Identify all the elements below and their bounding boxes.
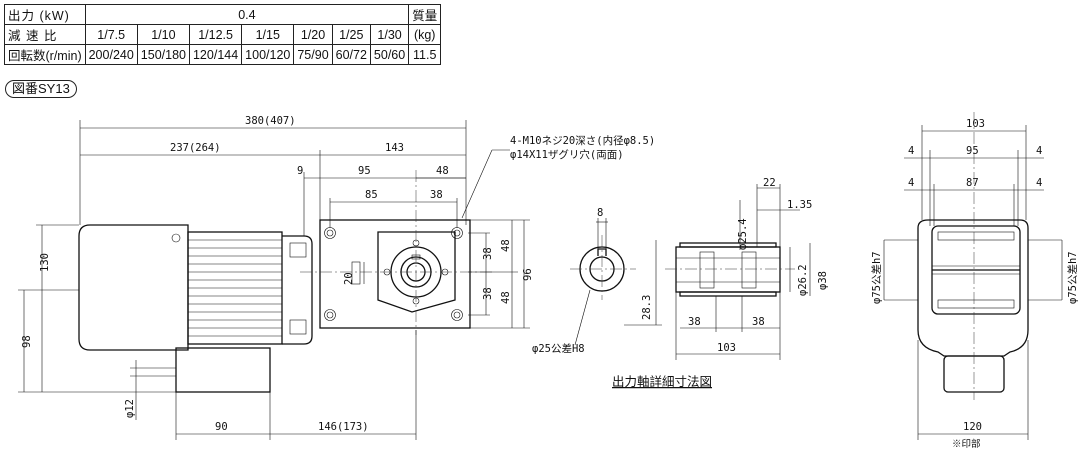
dim-phi12: φ12	[124, 399, 136, 418]
side-view	[917, 112, 1029, 400]
dim-38: 38	[430, 189, 443, 201]
dim-48: 48	[436, 165, 449, 177]
dim-side-4c: 4	[908, 177, 914, 189]
note-counterbore: φ14X11ザグリ穴(両面)	[510, 148, 624, 161]
speed-cell: 60/72	[331, 44, 371, 65]
side-labels: 103 95 87 4 4 4 4 φ75公差h7 φ75公差h7 120 ※印…	[870, 118, 1079, 450]
dim-side-87: 87	[966, 177, 979, 189]
front-dimension-lines	[18, 120, 530, 440]
dim-130: 130	[39, 253, 51, 272]
ratio-cell: 1/7.5	[84, 24, 138, 45]
note-marked-part: ※印部	[952, 438, 981, 450]
shaft-labels: 8 22 1.35 φ25.4 28.3 φ26.2 φ38 38 38 103…	[532, 177, 829, 389]
side-dimension-lines	[883, 125, 1063, 440]
mass-value: 11.5	[408, 44, 442, 65]
shaft-detail	[570, 235, 795, 300]
spec-row-speed: 回転数(r/min) 200/240 150/180 120/144 100/1…	[4, 44, 442, 65]
dim-phi25-4: φ25.4	[737, 218, 749, 250]
dim-48-lower: 48	[500, 291, 512, 304]
dim-146: 146(173)	[318, 421, 369, 433]
dim-gear: 143	[385, 142, 404, 154]
dim-phi75-right: φ75公差h7	[1066, 251, 1079, 304]
dim-side-4b: 4	[1036, 145, 1042, 157]
dim-38-right: 38	[752, 316, 765, 328]
dim-9: 9	[297, 165, 303, 177]
front-labels: 380(407) 237(264) 143 9 95 48 85 38 130 …	[21, 115, 655, 433]
dim-phi26-2: φ26.2	[797, 264, 809, 296]
dim-96: 96	[522, 268, 534, 281]
dim-38-left: 38	[688, 316, 701, 328]
speed-cell: 100/120	[241, 44, 295, 65]
dim-motor: 237(264)	[170, 142, 221, 154]
dim-1-35: 1.35	[787, 199, 812, 211]
dim-side-120: 120	[963, 421, 982, 433]
speed-cell: 150/180	[136, 44, 190, 65]
dim-38-lower: 38	[482, 287, 494, 300]
dim-103: 103	[717, 342, 736, 354]
dim-side-4a: 4	[908, 145, 914, 157]
dim-28-3: 28.3	[641, 295, 653, 320]
dim-38-upper: 38	[482, 247, 494, 260]
ratio-cell: 1/25	[331, 24, 371, 45]
speed-label: 回転数(r/min)	[4, 44, 86, 65]
speed-cell: 75/90	[293, 44, 333, 65]
dim-side-95: 95	[966, 145, 979, 157]
speed-cell: 120/144	[188, 44, 243, 65]
gearhead-front	[300, 170, 495, 335]
dim-95: 95	[358, 165, 371, 177]
dim-98: 98	[21, 335, 33, 348]
dim-phi38: φ38	[817, 271, 829, 290]
spec-table: 出力 (kW) 0.4 質量 減 速 比 1/7.5 1/10 1/12.5 1…	[4, 4, 442, 65]
dim-48-upper: 48	[500, 239, 512, 252]
dim-key-width: 8	[597, 207, 603, 219]
spec-row-ratio: 減 速 比 1/7.5 1/10 1/12.5 1/15 1/20 1/25 1…	[4, 24, 442, 45]
speed-cell: 50/60	[369, 44, 410, 65]
dim-overall: 380(407)	[245, 115, 296, 127]
dim-85: 85	[365, 189, 378, 201]
dim-20: 20	[343, 272, 355, 285]
dim-phi75-left: φ75公差h7	[870, 251, 883, 304]
dim-bore: φ25公差H8	[532, 342, 585, 355]
motor-body	[78, 224, 313, 393]
dim-side-4d: 4	[1036, 177, 1042, 189]
dim-22: 22	[763, 177, 776, 189]
dim-side-103: 103	[966, 118, 985, 130]
note-tapped-holes: 4-M10ネジ20深さ(内径φ8.5)	[510, 134, 655, 147]
shaft-caption: 出力軸詳細寸法図	[612, 374, 712, 389]
drawing-id-badge: 図番SY13	[5, 80, 77, 98]
dim-90: 90	[215, 421, 228, 433]
shaft-dimension-lines	[574, 184, 811, 360]
